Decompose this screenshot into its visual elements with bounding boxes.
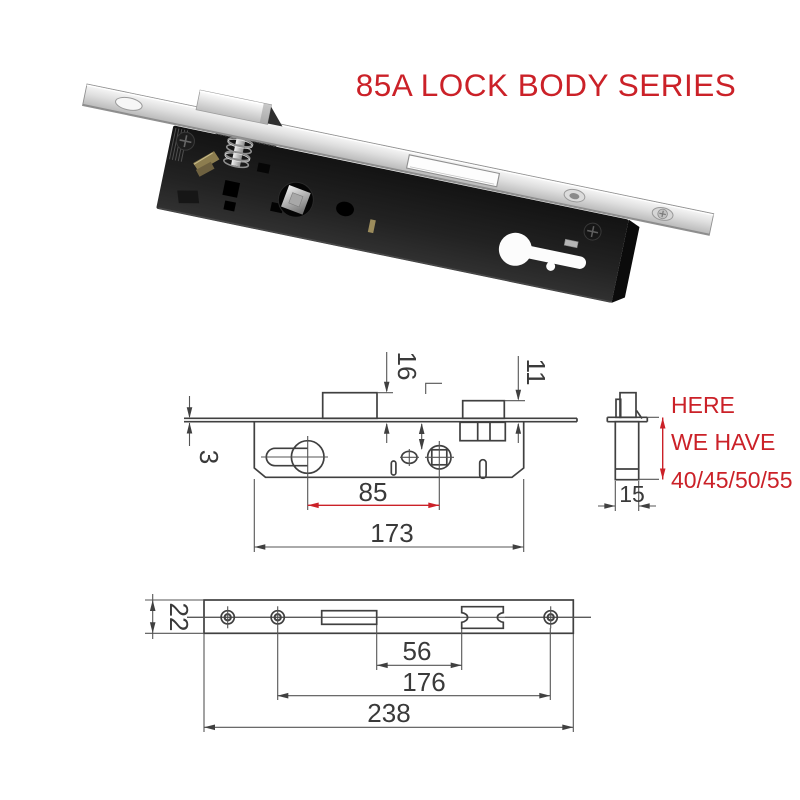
latch-bolt bbox=[195, 89, 283, 127]
plate-screw-slot-left bbox=[115, 96, 143, 111]
faceplate-drawing: 22 56 176 238 bbox=[145, 594, 591, 732]
dim-22-label: 22 bbox=[164, 603, 194, 632]
lock-case-end-face bbox=[611, 219, 640, 303]
deadbolt-aperture bbox=[405, 154, 501, 188]
metal-tab bbox=[563, 238, 579, 249]
fp-screw-hole-1 bbox=[220, 606, 236, 629]
page-title: 85A LOCK BODY SERIES bbox=[356, 67, 737, 103]
dim-11-label: 11 bbox=[521, 359, 551, 386]
fp-deadbolt-slot bbox=[320, 609, 378, 626]
latch-bevel-tip bbox=[267, 106, 283, 127]
brass-lever bbox=[193, 151, 220, 177]
dim-deadbolt-protrusion: 11 bbox=[504, 356, 551, 443]
faceplate-lower-edge bbox=[82, 103, 710, 235]
sv-faceplate bbox=[184, 417, 578, 423]
case-notch bbox=[223, 200, 237, 212]
dim-case-depth: 15 bbox=[598, 481, 656, 511]
phillips-screw-left bbox=[175, 131, 195, 151]
dim-plate-length: 238 bbox=[203, 634, 574, 732]
sv-euro-cylinder-hole bbox=[261, 436, 328, 510]
case-oval-hole bbox=[336, 201, 354, 217]
fp-plate-outline bbox=[203, 599, 575, 635]
case-square-hole bbox=[222, 180, 241, 198]
euro-cylinder-hole bbox=[498, 232, 587, 271]
fp-screw-hole-3 bbox=[543, 606, 559, 629]
dim-85-label: 85 bbox=[359, 477, 388, 507]
brass-pin bbox=[367, 219, 376, 234]
backset-note-line3: 40/45/50/55 bbox=[671, 467, 793, 493]
dim-3-label: 3 bbox=[194, 450, 224, 464]
backset-note-line1: HERE bbox=[671, 392, 735, 418]
faceplate-highlight bbox=[86, 84, 714, 216]
dim-case-length: 173 bbox=[253, 479, 525, 552]
ev-case bbox=[614, 420, 640, 481]
fp-screw-hole-2 bbox=[270, 606, 286, 629]
sv-latch bbox=[321, 391, 378, 420]
dim-238-label: 238 bbox=[367, 698, 410, 728]
dim-latch-protrusion: 16 bbox=[377, 352, 422, 443]
ev-latch bbox=[615, 391, 643, 419]
case-bottom-edge bbox=[158, 207, 612, 303]
sv-case-outline bbox=[253, 421, 525, 479]
dim-cylinder-to-spindle: 85 bbox=[307, 477, 440, 509]
side-view-drawing: 16 11 3 85 bbox=[184, 352, 578, 552]
plate-hole-middle bbox=[563, 188, 586, 203]
spindle-hub bbox=[277, 181, 314, 218]
case-lever-tab bbox=[177, 190, 200, 204]
end-view-drawing: 15 HERE WE HAVE 40/45/50/55 bbox=[598, 391, 793, 511]
faceplate-strip bbox=[82, 83, 715, 236]
fp-latch-roller bbox=[460, 605, 505, 630]
dim-slot-to-latch: 56 bbox=[376, 625, 463, 670]
dim-hole-spacing: 176 bbox=[277, 628, 551, 700]
backset-note: HERE WE HAVE 40/45/50/55 bbox=[671, 392, 793, 493]
dim-56-label: 56 bbox=[403, 636, 432, 666]
phillips-screw-right bbox=[583, 222, 602, 241]
sv-slot-left bbox=[390, 460, 397, 476]
faceplate bbox=[82, 83, 715, 236]
dim-173-label: 173 bbox=[370, 518, 413, 548]
sv-deadbolt-housing bbox=[459, 421, 507, 442]
plate-screw-right bbox=[651, 206, 674, 221]
dim-15-label: 15 bbox=[619, 481, 645, 507]
backset-range-dim bbox=[638, 416, 666, 480]
dim-176-label: 176 bbox=[402, 667, 445, 697]
product-photo bbox=[82, 83, 715, 303]
dim-plate-thickness: 3 bbox=[186, 396, 224, 464]
sv-deadbolt bbox=[461, 399, 506, 420]
dim-16-label: 16 bbox=[392, 352, 422, 381]
dim-plate-width: 22 bbox=[145, 594, 204, 639]
sv-oval-hole bbox=[400, 449, 419, 466]
sv-l-marker bbox=[418, 382, 442, 450]
case-notch-3 bbox=[256, 162, 271, 174]
aperture-inner-line bbox=[409, 166, 495, 185]
sv-spindle-hole bbox=[425, 441, 454, 510]
sv-slot-right bbox=[478, 458, 487, 480]
backset-note-line2: WE HAVE bbox=[671, 429, 775, 455]
